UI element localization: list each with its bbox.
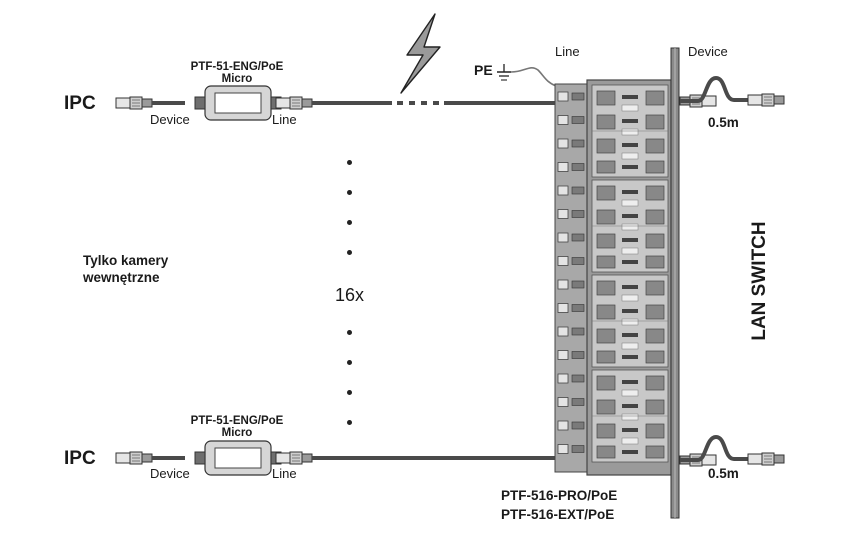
bottom-adapter-model: PTF-51-ENG/PoE	[190, 415, 284, 427]
panel-port-contact	[571, 280, 585, 289]
panel-port	[557, 115, 569, 125]
panel-port	[557, 256, 569, 266]
panel-port-contact	[571, 374, 585, 383]
rj45-connector-icon	[747, 93, 785, 107]
multiplier-label: 16x	[335, 285, 365, 305]
panel-port	[557, 162, 569, 172]
bottom-adapter	[194, 440, 282, 476]
panel-port	[557, 91, 569, 102]
bottom-line-label: Line	[272, 466, 297, 481]
ellipsis-dot	[347, 250, 352, 255]
panel-port-contact	[571, 139, 585, 148]
panel-port-contact	[571, 233, 585, 242]
bottom-cable-length: 0.5m	[708, 466, 739, 481]
panel-port	[557, 326, 569, 337]
panel-port-contact	[571, 351, 585, 359]
panel-port-contact	[571, 186, 585, 195]
bottom-switch-cable	[679, 434, 785, 467]
ellipsis-dot	[347, 160, 352, 165]
panel-port-contact	[571, 92, 585, 101]
panel-port	[557, 209, 569, 219]
top-adapter-label: PTF-51-ENG/PoE Micro	[182, 61, 292, 85]
rj45-connector-icon	[275, 96, 313, 110]
top-cable-length: 0.5m	[708, 115, 739, 130]
panel-port	[557, 373, 569, 384]
rj45-connector-icon	[115, 451, 153, 465]
lan-switch-label: LAN SWITCH	[749, 221, 770, 341]
panel-line-label: Line	[555, 44, 580, 59]
top-switch-cable	[679, 75, 785, 108]
rj45-connector-icon	[275, 451, 313, 465]
ellipsis-dot	[347, 360, 352, 365]
panel-port	[557, 138, 569, 149]
panel-port	[557, 397, 569, 407]
bottom-ipc-label: IPC	[64, 448, 96, 469]
top-ipc-link	[115, 85, 597, 121]
panel-models: PTF-516-PRO/PoE PTF-516-EXT/PoE	[501, 486, 617, 524]
panel-port-contact	[571, 445, 585, 453]
patch-panel	[554, 47, 680, 519]
panel-port-contact	[571, 421, 585, 430]
top-adapter-variant: Micro	[221, 73, 253, 85]
panel-port-contact	[571, 398, 585, 406]
top-adapter-model: PTF-51-ENG/PoE	[190, 61, 284, 73]
panel-port-contact	[571, 257, 585, 265]
indoor-note-line1: Tylko kamery	[83, 253, 169, 268]
bottom-adapter-label: PTF-51-ENG/PoE Micro	[182, 415, 292, 439]
bottom-adapter-variant: Micro	[221, 427, 253, 439]
rj45-connector-icon	[747, 452, 785, 466]
panel-port	[557, 303, 569, 313]
bottom-ipc-link	[115, 440, 597, 476]
rj45-connector-icon	[115, 96, 153, 110]
panel-port-contact	[571, 210, 585, 218]
panel-port	[557, 350, 569, 360]
ellipsis-dot	[347, 420, 352, 425]
ellipsis-dot	[347, 190, 352, 195]
ellipsis-dot	[347, 220, 352, 225]
panel-port	[557, 444, 569, 454]
indoor-note-line2: wewnętrzne	[83, 270, 160, 285]
ellipsis-dot	[347, 330, 352, 335]
ellipsis-dot	[347, 390, 352, 395]
panel-port	[557, 420, 569, 431]
panel-port-contact	[571, 327, 585, 336]
panel-model-1: PTF-516-PRO/PoE	[501, 488, 618, 503]
panel-device-label: Device	[688, 44, 728, 59]
top-device-label: Device	[150, 112, 190, 127]
panel-port	[557, 185, 569, 196]
panel-port	[557, 279, 569, 290]
top-ipc-label: IPC	[64, 93, 96, 114]
pe-label: PE	[474, 62, 493, 78]
panel-port-contact	[571, 304, 585, 312]
panel-port-contact	[571, 116, 585, 124]
bottom-device-label: Device	[150, 466, 190, 481]
panel-port	[557, 232, 569, 243]
top-line-label: Line	[272, 112, 297, 127]
panel-port-contact	[571, 163, 585, 171]
lightning-icon	[400, 13, 441, 94]
indoor-note: Tylko kamery wewnętrzne	[83, 252, 168, 286]
panel-model-2: PTF-516-EXT/PoE	[501, 507, 615, 522]
top-adapter	[194, 85, 282, 121]
